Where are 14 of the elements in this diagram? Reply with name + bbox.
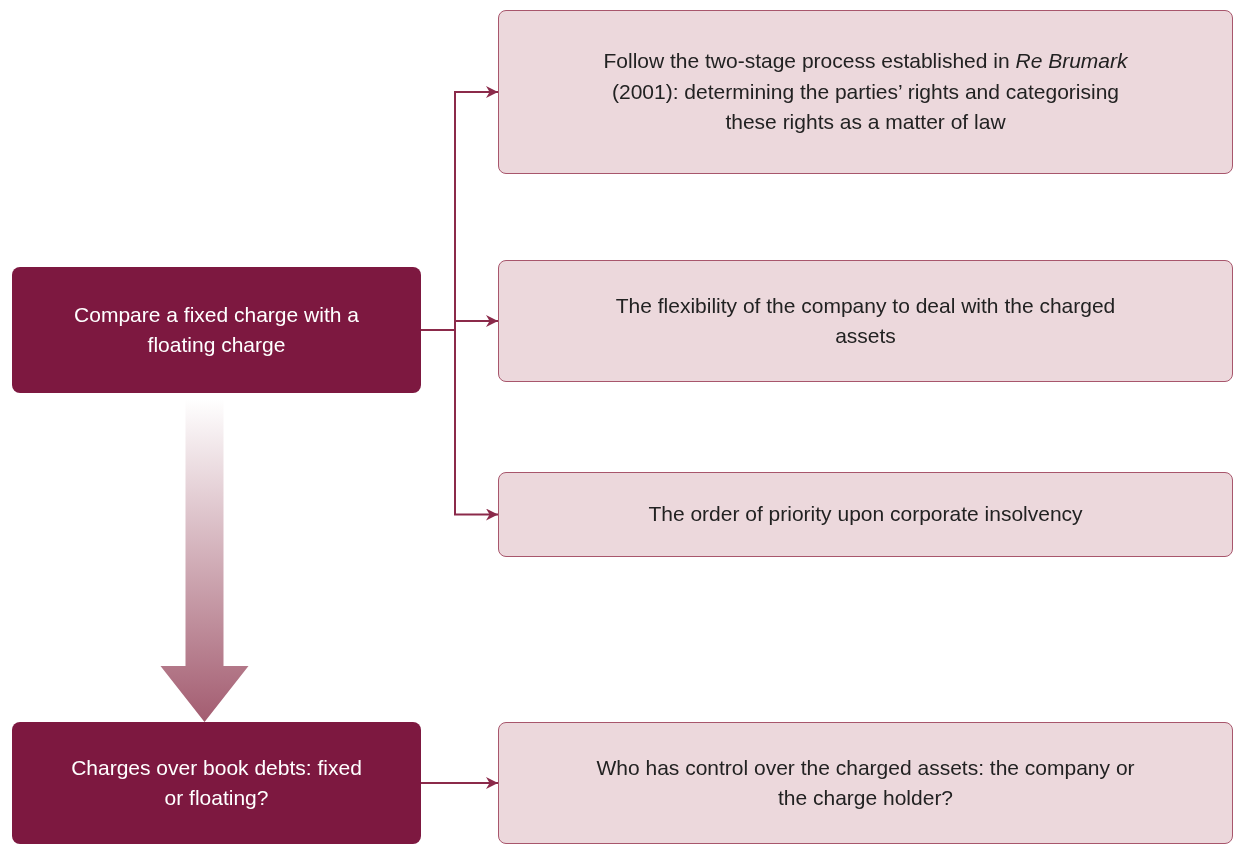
arrow <box>420 329 499 521</box>
process-box <box>12 722 421 844</box>
process-box <box>498 472 1233 557</box>
arrow <box>420 777 499 789</box>
process-box <box>498 722 1233 844</box>
box-text: Charges over book debts: fixed or floating? <box>70 754 363 811</box>
box-text: The flexibility of the company to deal with the charged assets <box>614 292 1117 349</box>
box-text: Compare a fixed charge with a floating charge <box>73 301 360 358</box>
box-text: Who has control over the charged assets: the company or the charge holder? <box>595 754 1136 811</box>
process-box <box>498 260 1233 382</box>
box-text: Follow the two-stage process established in Re Brumark (2001): determining the parties’ rights and categorising these rights as a matter of law <box>602 48 1129 136</box>
process-box <box>12 267 421 393</box>
process-box <box>498 10 1233 174</box>
box-text: The order of priority upon corporate insolvency <box>648 501 1083 528</box>
